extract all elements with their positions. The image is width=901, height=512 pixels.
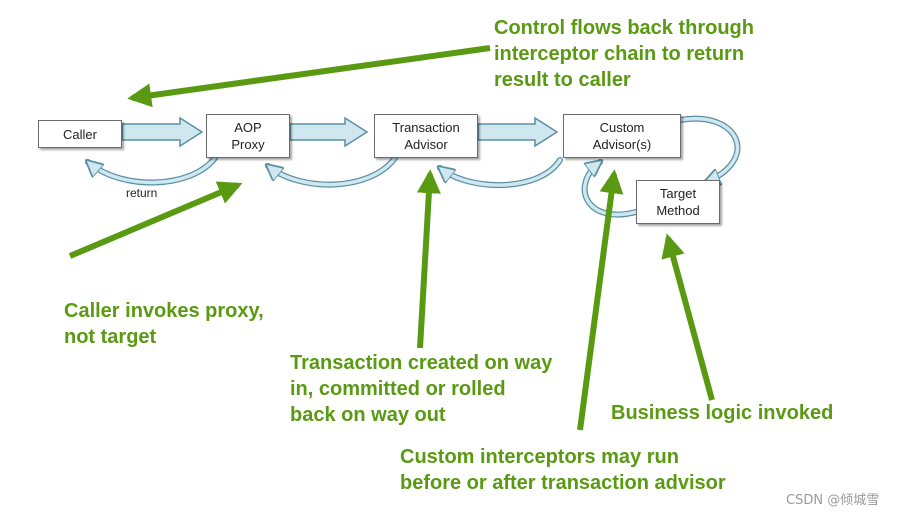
annotation-transaction-created: Transaction created on way in, committed… xyxy=(290,352,553,426)
node-transaction-advisor: Transaction Advisor xyxy=(374,114,478,158)
node-target-method: Target Method xyxy=(636,180,720,224)
annotation-custom-interceptors: Custom interceptors may run before or af… xyxy=(400,446,726,494)
flow-arrow-transaction-to-custom xyxy=(477,116,559,148)
node-aop-proxy-label: AOP Proxy xyxy=(231,120,265,152)
node-custom-advisors: Custom Advisor(s) xyxy=(563,114,681,158)
node-caller-label: Caller xyxy=(63,126,97,142)
node-transaction-advisor-label: Transaction Advisor xyxy=(392,120,460,152)
node-aop-proxy: AOP Proxy xyxy=(206,114,290,158)
annotation-caller-invokes: Caller invokes proxy, not target xyxy=(64,300,264,348)
green-arrow-business-logic xyxy=(661,233,715,401)
green-arrow-custom-interceptors xyxy=(577,169,624,431)
watermark: CSDN @倾城雪 xyxy=(786,493,880,508)
node-target-method-label: Target Method xyxy=(656,186,700,218)
node-caller: Caller xyxy=(38,120,122,148)
green-arrow-transaction-created xyxy=(416,169,441,349)
return-arc-custom-to-transaction xyxy=(437,157,563,189)
annotation-business-logic: Business logic invoked xyxy=(611,402,834,424)
green-arrow-caller-invokes xyxy=(68,181,243,259)
annotation-control-flows: Control flows back through interceptor c… xyxy=(494,17,754,91)
return-arc-transaction-to-proxy xyxy=(265,155,398,188)
return-label: return xyxy=(126,186,158,200)
flow-arrow-caller-to-proxy xyxy=(121,116,204,148)
return-arc-proxy-to-caller xyxy=(85,155,218,186)
green-arrow-control-flows xyxy=(127,45,491,108)
flow-arrow-proxy-to-transaction xyxy=(289,116,369,148)
node-custom-advisors-label: Custom Advisor(s) xyxy=(592,120,652,152)
